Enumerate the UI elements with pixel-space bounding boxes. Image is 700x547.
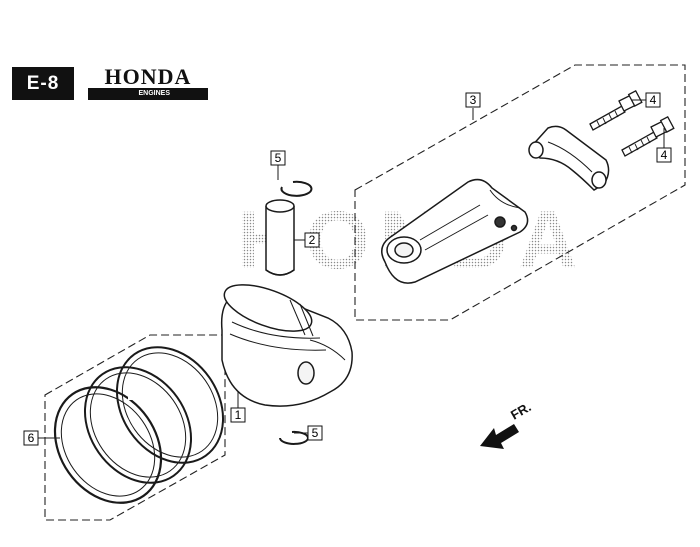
callout-2-label: 2 [309, 233, 316, 247]
rod-bolt-2 [621, 115, 675, 157]
callout-4b: 4 [656, 147, 672, 163]
connecting-rod-cap [528, 125, 610, 191]
callout-4b-label: 4 [661, 148, 668, 162]
piston-pin-clip-lower [279, 430, 309, 445]
connecting-rod [381, 178, 529, 284]
front-arrow-icon [480, 424, 519, 449]
piston-ring-oil [53, 386, 163, 504]
callout-3: 3 [465, 92, 481, 108]
piston-ring-second [83, 366, 193, 484]
callout-1: 1 [230, 407, 246, 423]
connecting-rod-group-box [354, 64, 686, 321]
piston-pin [265, 199, 295, 276]
front-direction-indicator: FR. [480, 399, 534, 449]
callout-2: 2 [304, 232, 320, 248]
honda-engines-logo: HONDA ENGINES [88, 66, 208, 100]
piston-pin-clip-upper [280, 180, 313, 197]
callout-5b: 5 [307, 425, 323, 441]
piston-ring-top [115, 346, 225, 464]
front-label: FR. [508, 399, 534, 422]
piston [220, 284, 353, 407]
callout-6-label: 6 [28, 431, 35, 445]
brand-name: HONDA [104, 64, 192, 89]
callout-3-label: 3 [470, 93, 477, 107]
leader-lines [38, 99, 665, 439]
callout-5a: 5 [270, 150, 286, 166]
callout-1-label: 1 [235, 408, 242, 422]
callout-6: 6 [23, 430, 39, 446]
callout-4a: 4 [645, 92, 661, 108]
callout-4a-label: 4 [650, 93, 657, 107]
callout-5a-label: 5 [275, 151, 282, 165]
brand-subtitle: ENGINES [88, 88, 208, 100]
section-code-badge: E-8 [12, 67, 74, 100]
piston-ring-group-box [44, 334, 226, 521]
piston-ring-set [53, 346, 225, 504]
section-code: E-8 [26, 72, 60, 94]
callout-5b-label: 5 [312, 426, 319, 440]
rod-bolt-1 [589, 89, 643, 131]
